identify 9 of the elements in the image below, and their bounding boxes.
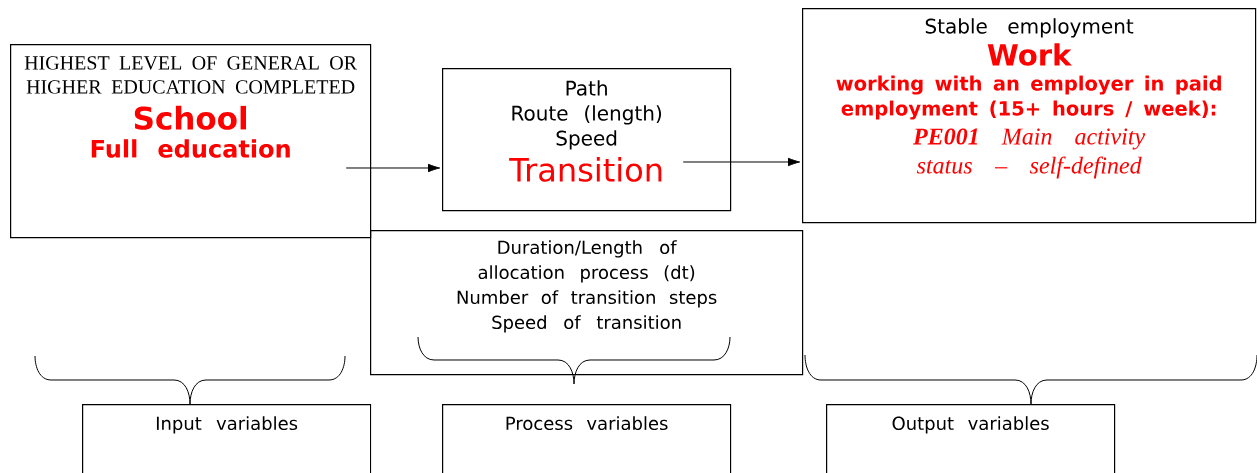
text-box: Input variables bbox=[82, 404, 372, 473]
text-box: Process variables bbox=[442, 404, 732, 473]
arrow bbox=[682, 157, 801, 167]
arrow bbox=[345, 163, 441, 173]
text-box: HIGHEST LEVEL OF GENERAL OR HIGHER EDUCATION COMPLETED School Full education bbox=[10, 44, 372, 239]
text-box: Path Route (length) Speed Transition bbox=[442, 68, 732, 212]
text-box: Duration/Length of allocation process (dt) Number of transition steps Speed of transition bbox=[370, 230, 804, 376]
text-box: Stable employment Work working with an employer in paid employment (15+ hours / week): PE001 Main activity status – self-defined bbox=[802, 8, 1257, 224]
text-box: Output variables bbox=[826, 404, 1116, 473]
